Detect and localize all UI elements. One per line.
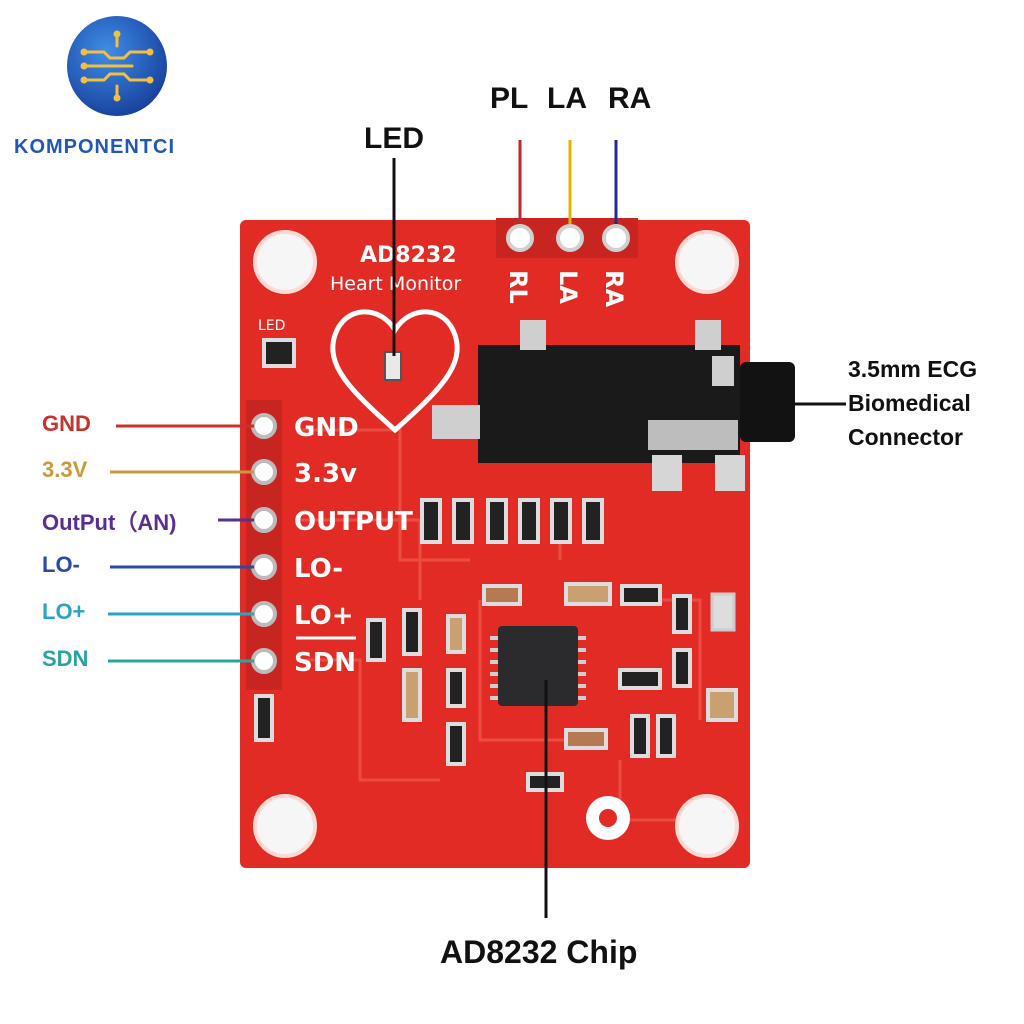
led-silk-label: LED — [258, 318, 285, 334]
resistor-array — [420, 498, 604, 544]
audio-jack — [432, 320, 795, 491]
board-title: AD8232 — [360, 243, 457, 268]
pin-silk-gnd: GND — [294, 413, 359, 443]
top-header-pins — [496, 218, 638, 258]
callout-la: LA — [547, 82, 587, 115]
board-subtitle: Heart Monitor — [330, 273, 461, 295]
brand-name: KOMPONENTCI — [14, 136, 175, 158]
callout-gnd: GND — [42, 411, 91, 436]
callout-led: LED — [364, 122, 424, 155]
pin-silk-la: LA — [554, 270, 582, 304]
pin-silk-3v3: 3.3v — [294, 459, 357, 489]
callout-connector-line1: 3.5mm ECG — [848, 356, 978, 382]
pin-silk-output: OUTPUT — [294, 507, 413, 537]
callout-sdn: SDN — [42, 646, 89, 671]
pin-silk-lo-plus: LO+ — [294, 601, 354, 631]
heart-led — [384, 351, 402, 381]
left-header-pins — [246, 400, 282, 690]
callout-connector-line2: Biomedical — [848, 390, 971, 416]
callout-chip: AD8232 Chip — [440, 934, 638, 970]
led-component — [262, 338, 296, 368]
pin-silk-sdn: SDN — [294, 648, 356, 678]
ad8232-chip — [490, 626, 586, 706]
callout-output: OutPut（AN) — [42, 510, 177, 535]
mounting-holes — [253, 230, 739, 858]
callout-connector: 3.5mm ECG Biomedical Connector — [848, 352, 977, 454]
brand-logo: KOMPONENTCI — [14, 14, 224, 164]
callout-connector-line3: Connector — [848, 424, 963, 450]
callout-lo-plus: LO+ — [42, 599, 86, 624]
callout-ra: RA — [608, 82, 652, 115]
callout-3v3: 3.3V — [42, 457, 88, 482]
circuit-globe-icon — [67, 16, 167, 116]
pin-silk-rl: RL — [504, 270, 532, 304]
pin-silk-lo-minus: LO- — [294, 554, 343, 584]
oshw-gear-icon — [586, 796, 630, 840]
pin-silk-ra: RA — [600, 270, 628, 307]
passive-components — [254, 582, 738, 792]
callout-lo-minus: LO- — [42, 552, 80, 577]
callout-pl: PL — [490, 82, 529, 115]
